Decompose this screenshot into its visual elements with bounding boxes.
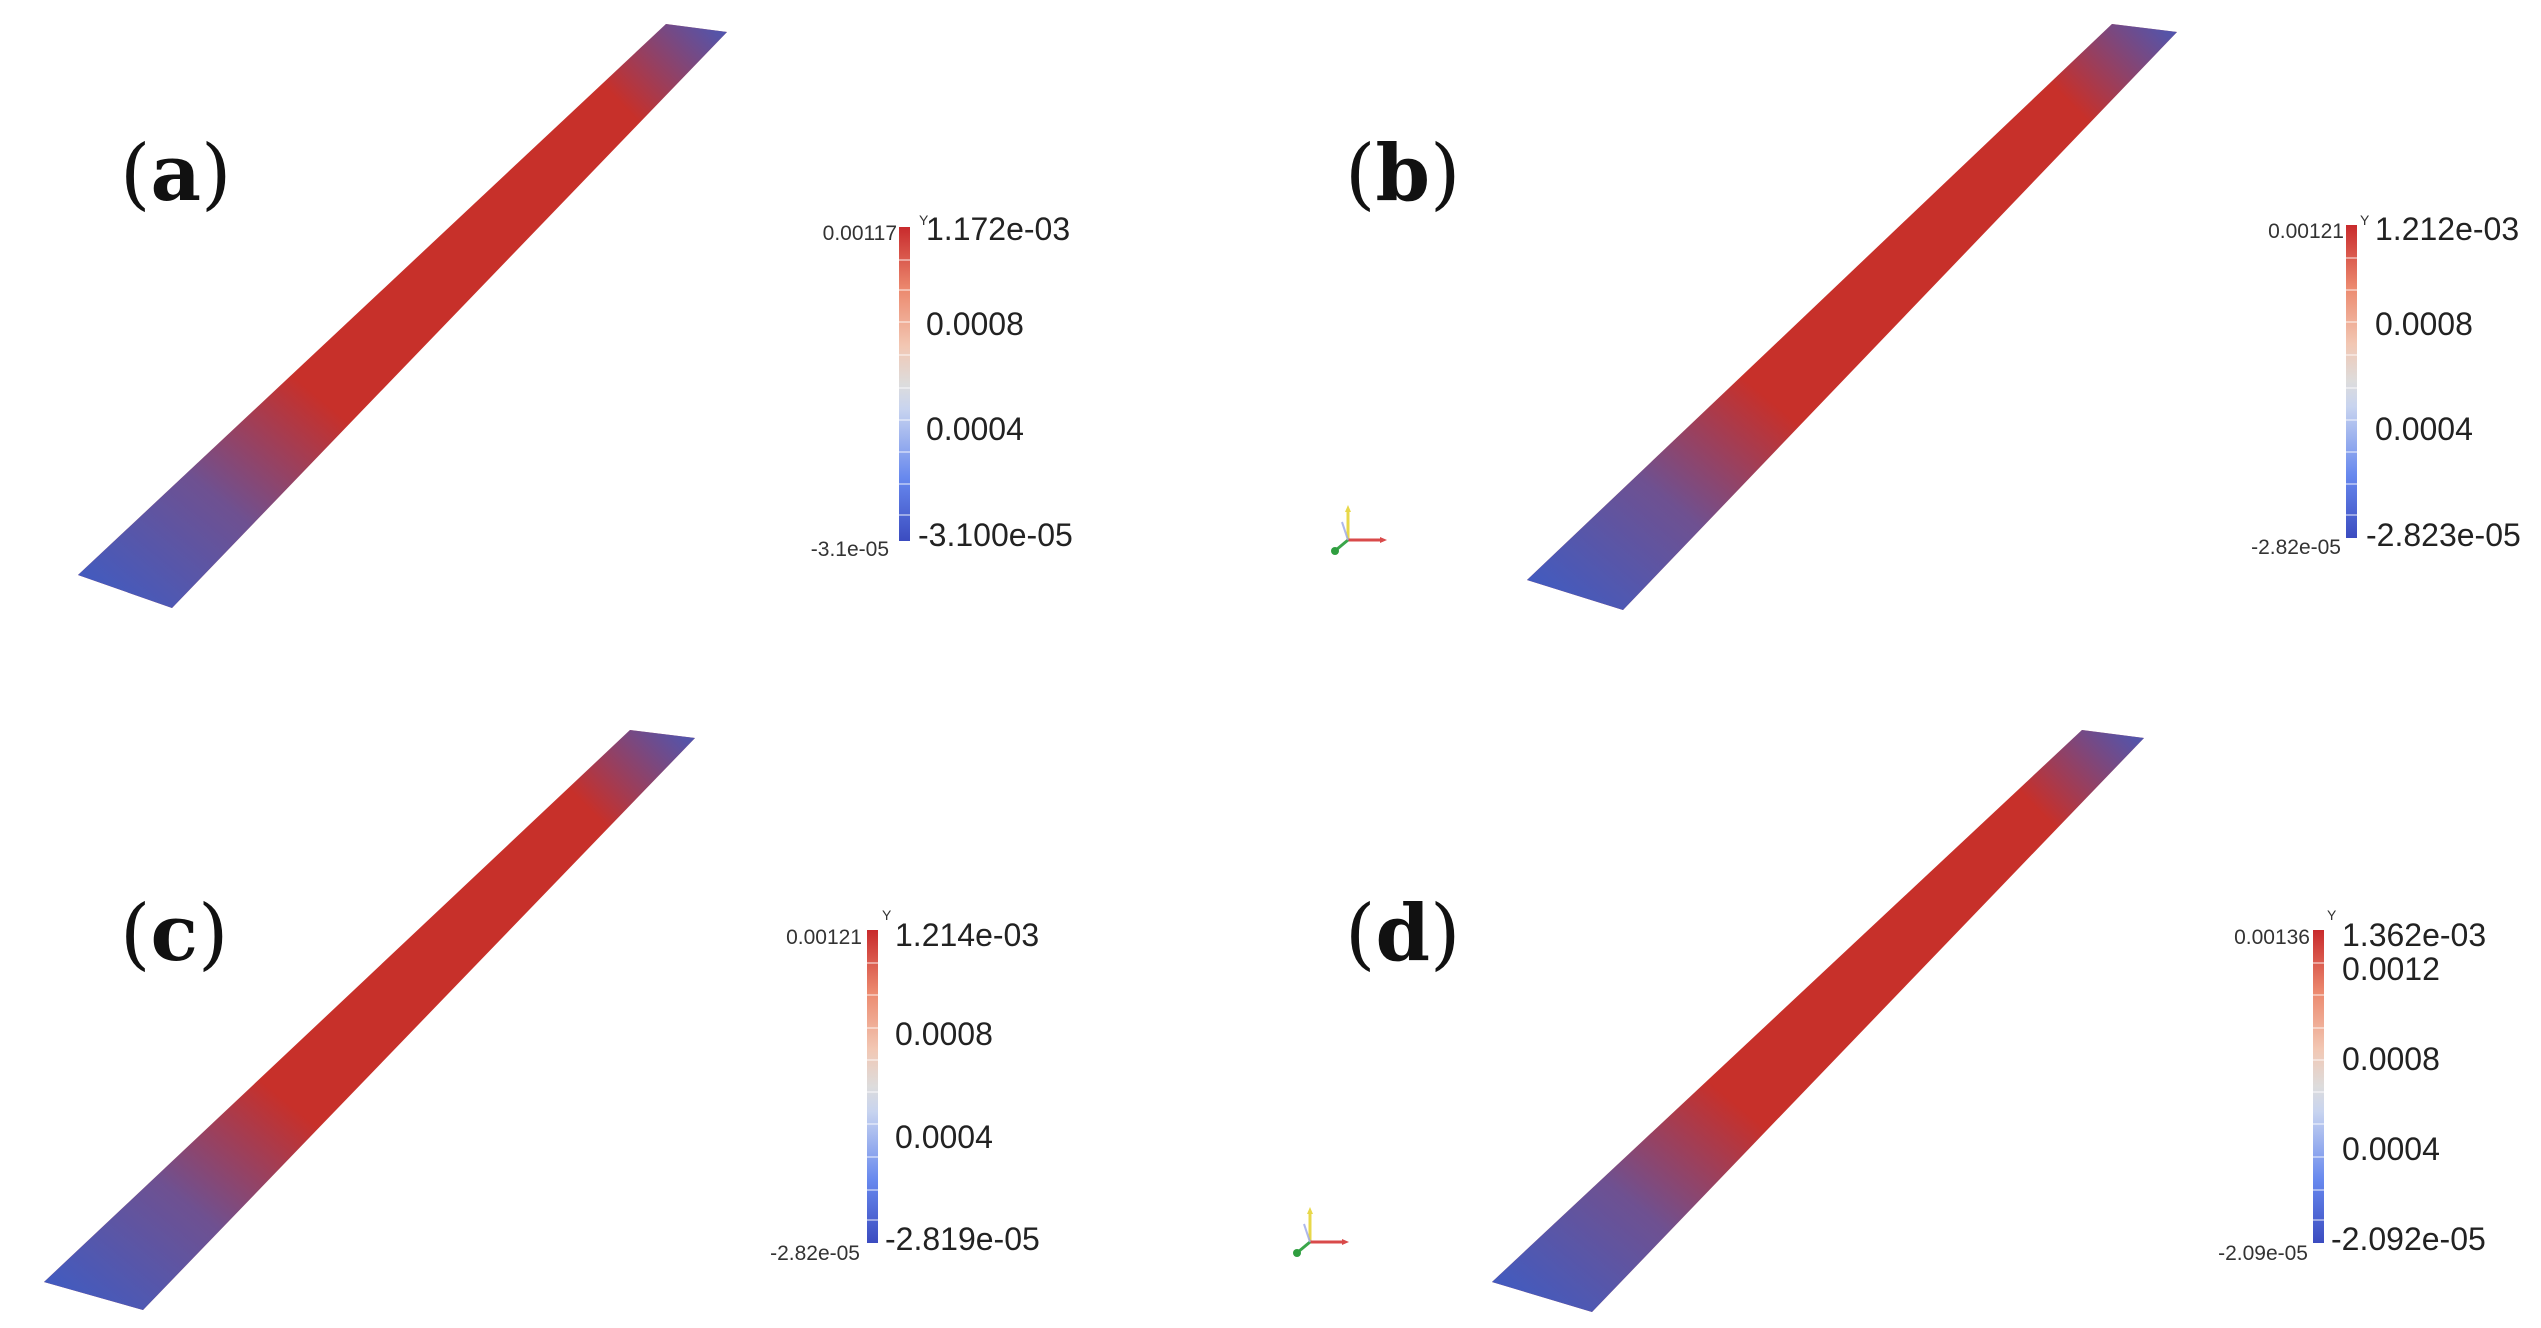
- colorbar-range-max-a: 0.00117: [823, 222, 897, 245]
- colorbar-variable-b: Y: [2360, 212, 2370, 228]
- colorbar-a: Y 0.00117 1.172e-03 0.0008 0.0004 -3.100…: [811, 211, 1073, 561]
- colorbar-b: Y 0.00121 1.212e-03 0.0008 0.0004 -2.823…: [2251, 211, 2521, 559]
- colorbar-gradient-d: [2313, 930, 2324, 1243]
- colorbar-min-label-a: -3.100e-05: [918, 517, 1073, 553]
- panel-label-a: (a): [120, 128, 231, 219]
- colorbar-variable-a: Y: [919, 212, 929, 228]
- colorbar-ticks-d: [2313, 962, 2324, 1221]
- panel-label-d: (d): [1345, 888, 1460, 979]
- panel-d: (d) Y 0.00136 1.362e-03 0.0012 0.0008 0.…: [1345, 730, 2486, 1312]
- colorbar-min-label-d: -2.092e-05: [2331, 1221, 2486, 1257]
- colorbar-tick-label-d-2: 0.0008: [2342, 1041, 2440, 1077]
- colorbar-variable-c: Y: [882, 907, 892, 923]
- colorbar-range-min-d: -2.09e-05: [2218, 1242, 2308, 1265]
- panel-label-b-letter: b: [1375, 128, 1430, 219]
- colorbar-tick-label-c-2: 0.0004: [895, 1119, 993, 1155]
- colorbar-range-min-b: -2.82e-05: [2251, 536, 2341, 559]
- colorbar-min-label-b: -2.823e-05: [2366, 517, 2521, 553]
- colorbar-gradient-a: [899, 227, 910, 541]
- strip-c: [44, 730, 695, 1310]
- colorbar-max-label-a: 1.172e-03: [926, 211, 1070, 247]
- colorbar-tick-label-b-1: 0.0008: [2375, 306, 2473, 342]
- orientation-axes-icon-bottom: [1293, 1207, 1349, 1257]
- colorbar-range-min-c: -2.82e-05: [770, 1242, 860, 1265]
- colorbar-range-max-c: 0.00121: [786, 926, 862, 949]
- colorbar-range-max-d: 0.00136: [2234, 926, 2310, 949]
- colorbar-ticks-b: [2346, 257, 2357, 516]
- colorbar-ticks-a: [899, 259, 910, 516]
- colorbar-d: Y 0.00136 1.362e-03 0.0012 0.0008 0.0004…: [2218, 907, 2486, 1265]
- colorbar-tick-label-d-3: 0.0004: [2342, 1131, 2440, 1167]
- colorbar-tick-label-c-1: 0.0008: [895, 1016, 993, 1052]
- colorbar-min-label-c: -2.819e-05: [885, 1221, 1040, 1257]
- colorbar-max-label-b: 1.212e-03: [2375, 211, 2519, 247]
- colorbar-tick-label-b-2: 0.0004: [2375, 411, 2473, 447]
- panel-a: (a) Y 0.00117 1.172e-03 0.0008 0.0004 -3…: [78, 24, 1073, 608]
- panel-label-b: (b): [1345, 128, 1460, 219]
- colorbar-gradient-b: [2346, 225, 2357, 538]
- colorbar-tick-label-d-1: 0.0012: [2342, 951, 2440, 987]
- colorbar-gradient-c: [867, 930, 878, 1243]
- orientation-axes-icon-top: [1331, 505, 1387, 555]
- strip-a: [78, 24, 727, 608]
- panel-label-c-letter: c: [150, 888, 198, 979]
- panel-label-d-letter: d: [1375, 888, 1430, 979]
- strip-d: [1492, 730, 2144, 1312]
- panel-b: (b) Y 0.00121 1.212e-03 0.0008 0.0004 -2…: [1345, 24, 2521, 610]
- panel-c: (c) Y 0.00121 1.214e-03 0.0008 0.0004 -2…: [44, 730, 1040, 1310]
- colorbar-ticks-c: [867, 962, 878, 1221]
- colorbar-tick-label-a-1: 0.0008: [926, 306, 1024, 342]
- colorbar-range-min-a: -3.1e-05: [811, 538, 889, 561]
- panel-label-c: (c): [120, 888, 228, 979]
- colorbar-max-label-c: 1.214e-03: [895, 917, 1039, 953]
- colorbar-c: Y 0.00121 1.214e-03 0.0008 0.0004 -2.819…: [770, 907, 1040, 1265]
- colorbar-range-max-b: 0.00121: [2268, 220, 2344, 243]
- panel-label-a-letter: a: [150, 128, 201, 219]
- colorbar-variable-d: Y: [2327, 907, 2337, 923]
- strip-b: [1527, 24, 2177, 610]
- colorbar-max-label-d: 1.362e-03: [2342, 917, 2486, 953]
- colorbar-tick-label-a-2: 0.0004: [926, 411, 1024, 447]
